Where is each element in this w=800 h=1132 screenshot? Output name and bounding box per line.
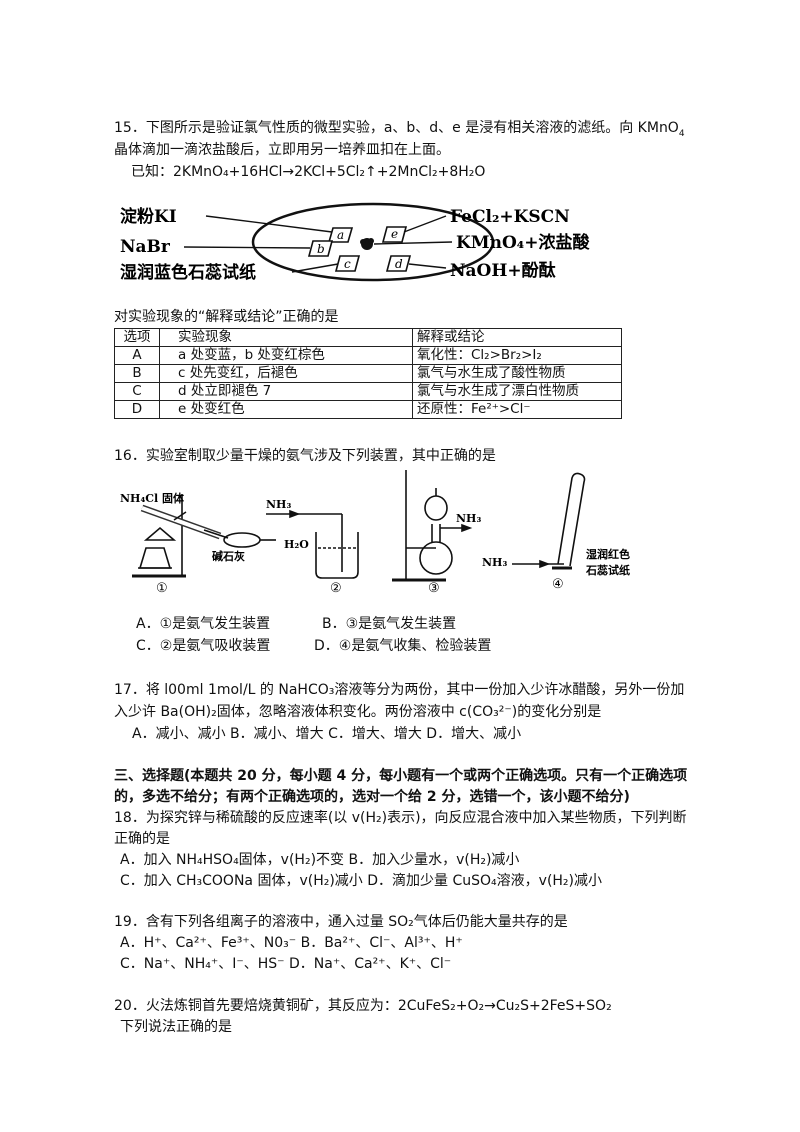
paper-c-letter: c: [344, 257, 351, 271]
apparatus-3: [392, 470, 473, 582]
q16-option-a: A．①是氨气发生装置: [136, 616, 271, 632]
apparatus-2: [266, 509, 359, 579]
q18-stem-line2: 正确的是: [114, 831, 170, 847]
table-cell: A: [114, 346, 160, 365]
apparatus-1-number: ①: [156, 581, 168, 596]
label-nabr: NaBr: [120, 237, 171, 257]
q15-stem-line2: 晶体滴加一滴浓盐酸后，立即用另一培养皿扣在上面。: [114, 142, 450, 158]
apparatus-4: [512, 472, 586, 570]
litmus-label-line2: 石蕊试纸: [585, 563, 630, 577]
paper-b-letter: b: [317, 242, 325, 256]
table-cell: D: [114, 400, 160, 419]
table-cell: C: [114, 382, 160, 401]
petri-dish: [251, 202, 495, 282]
apparatus-1: [132, 494, 276, 578]
nh3-label-3: NH₃: [456, 512, 481, 525]
paper-e-letter: e: [391, 227, 398, 241]
q18-options-ab: A．加入 NH₄HSO₄固体，v(H₂)不变 B．加入少量水，v(H₂)减小: [120, 852, 520, 868]
q16-option-d: D．④是氨气收集、检验装置: [314, 638, 492, 654]
table-row: C d 处立即褪色 7 氯气与水生成了漂白性物质: [114, 382, 622, 401]
apparatus-2-number: ②: [330, 581, 342, 596]
q17-stem-line1: 17．将 l00ml 1mol/L 的 NaHCO₃溶液等分为两份，其中一份加入…: [114, 682, 685, 698]
q18-stem-line1: 18．为探究锌与稀硫酸的反应速率(以 v(H₂)表示)，向反应混合液中加入某些物…: [114, 810, 687, 826]
nh3-label-4: NH₃: [482, 556, 507, 569]
q17-options: A．减小、减小 B．减小、增大 C．增大、增大 D．增大、减小: [132, 726, 522, 742]
table-cell: B: [114, 364, 160, 383]
q19-stem: 19．含有下列各组离子的溶液中，通入过量 SO₂气体后仍能大量共存的是: [114, 914, 568, 930]
q20-stem-line1: 20．火法炼铜首先要焙烧黄铜矿，其反应为：2CuFeS₂+O₂→Cu₂S+2Fe…: [114, 998, 612, 1014]
q16-apparatus-figure: NH₄Cl 固体 碱石灰 ① NH₃ H₂O ② NH₃ ③ NH₃ 湿润红色 …: [120, 470, 630, 596]
paper-a: a: [327, 227, 354, 243]
q18-options-cd: C．加入 CH₃COONa 固体，v(H₂)减小 D．滴加少量 CuSO₄溶液，…: [120, 873, 603, 889]
nh3-label-1: NH₃: [266, 498, 291, 511]
table-cell: c 处先变红，后褪色: [159, 364, 413, 383]
section3-heading-line1: 三、选择题(本题共 20 分，每小题 4 分，每小题有一个或两个正确选项。只有一…: [114, 768, 688, 784]
table-cell: 氧化性：Cl₂>Br₂>I₂: [412, 346, 622, 365]
q15-stem-line1: 15．下图所示是验证氯气性质的微型实验，a、b、d、e 是浸有相关溶液的滤纸。向…: [114, 120, 685, 139]
q17-stem-line2: 入少许 Ba(OH)₂固体，忽略溶液体积变化。两份溶液中 c(CO₃²⁻)的变化…: [114, 704, 602, 720]
paper-c: c: [334, 255, 361, 272]
q15-petri-dish-figure: a b c d e 淀粉KI NaBr 湿润蓝色石蕊试纸 FeCl₂+KSCN …: [120, 202, 590, 283]
q19-options-ab: A．H⁺、Ca²⁺、Fe³⁺、N0₃⁻ B．Ba²⁺、Cl⁻、Al³⁺、H⁺: [120, 935, 463, 951]
table-header: 选项: [114, 328, 160, 347]
apparatus-4-number: ④: [552, 577, 564, 592]
table-cell: 氯气与水生成了酸性物质: [412, 364, 622, 383]
q15-table-intro: 对实验现象的“解释或结论”正确的是: [114, 309, 339, 325]
table-cell: d 处立即褪色 7: [159, 382, 413, 401]
litmus-label-line1: 湿润红色: [586, 547, 630, 561]
nh4cl-label: NH₄Cl 固体: [120, 491, 185, 505]
table-header: 实验现象: [159, 328, 413, 347]
apparatus-3-number: ③: [428, 581, 440, 596]
q15-answer-table: 选项 实验现象 解释或结论 A a 处变蓝，b 处变红棕色 氧化性：Cl₂>Br…: [114, 328, 622, 419]
table-header: 解释或结论: [412, 328, 622, 347]
table-header-row: 选项 实验现象 解释或结论: [114, 328, 622, 347]
q20-stem-line2: 下列说法正确的是: [120, 1019, 232, 1035]
table-cell: 氯气与水生成了漂白性物质: [412, 382, 622, 401]
table-cell: e 处变红色: [159, 400, 413, 419]
h2o-label: H₂O: [284, 538, 309, 551]
table-cell: 还原性：Fe²⁺>Cl⁻: [412, 400, 622, 419]
q16-option-b: B．③是氨气发生装置: [322, 616, 457, 632]
label-naoh-phenolphthalein: NaOH+酚酞: [450, 260, 556, 281]
table-row: D e 处变红色 还原性：Fe²⁺>Cl⁻: [114, 400, 622, 419]
label-kmno4-hcl: KMnO₄+浓盐酸: [456, 232, 590, 253]
paper-a-letter: a: [337, 228, 344, 242]
label-blue-litmus: 湿润蓝色石蕊试纸: [120, 262, 256, 283]
q19-options-cd: C．Na⁺、NH₄⁺、I⁻、HS⁻ D．Na⁺、Ca²⁺、K⁺、Cl⁻: [120, 956, 452, 972]
paper-b: b: [307, 240, 334, 257]
q15-known-equation: 已知：2KMnO₄+16HCl→2KCl+5Cl₂↑+2MnCl₂+8H₂O: [131, 164, 486, 180]
table-row: B c 处先变红，后褪色 氯气与水生成了酸性物质: [114, 364, 622, 383]
soda-lime-label: 碱石灰: [212, 549, 245, 563]
label-fecl2-kscn: FeCl₂+KSCN: [450, 207, 570, 227]
table-cell: a 处变蓝，b 处变红棕色: [159, 346, 413, 365]
section3-heading-line2: 的，多选不给分；有两个正确选项的，选对一个给 2 分，选错一个，该小题不给分): [114, 789, 630, 805]
paper-d-letter: d: [395, 257, 403, 271]
paper-d: d: [385, 255, 412, 272]
label-starch-ki: 淀粉KI: [120, 206, 177, 227]
paper-e: e: [381, 226, 408, 243]
q16-stem: 16．实验室制取少量干燥的氨气涉及下列装置，其中正确的是: [114, 448, 496, 464]
q16-option-c: C．②是氨气吸收装置: [136, 638, 271, 654]
kmno4-crystal: [360, 238, 374, 250]
table-row: A a 处变蓝，b 处变红棕色 氧化性：Cl₂>Br₂>I₂: [114, 346, 622, 365]
